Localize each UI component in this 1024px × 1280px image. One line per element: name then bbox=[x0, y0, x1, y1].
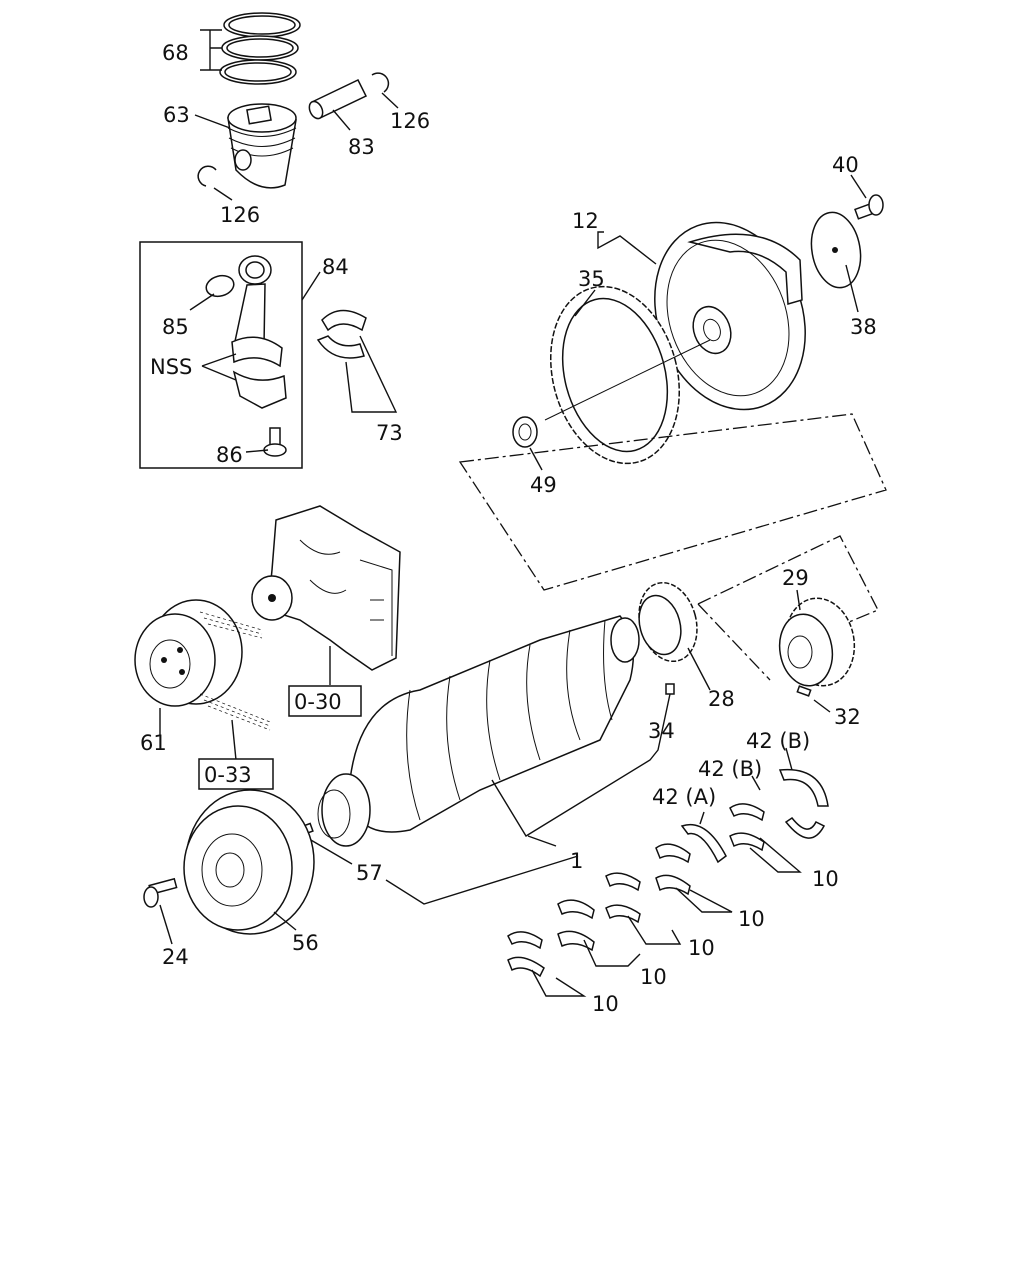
piston-pin bbox=[308, 79, 368, 120]
label-12: 12 bbox=[572, 209, 599, 233]
label-40: 40 bbox=[832, 153, 859, 177]
label-1: 1 bbox=[570, 849, 583, 873]
main-bearings bbox=[507, 768, 829, 978]
label-84: 84 bbox=[322, 255, 349, 279]
label-57: 57 bbox=[356, 861, 383, 885]
label-ref-030: 0-30 bbox=[294, 690, 342, 714]
pilot-bearing bbox=[512, 416, 538, 448]
water-pump bbox=[251, 505, 401, 671]
piston-rings bbox=[219, 12, 301, 85]
ref-box-030 bbox=[288, 685, 362, 717]
pin-34 bbox=[665, 683, 675, 695]
label-42b-2: 42 (B) bbox=[698, 757, 762, 781]
snap-ring-bottom bbox=[197, 165, 217, 187]
label-10-b: 10 bbox=[738, 907, 765, 931]
label-ref-033: 0-33 bbox=[204, 763, 252, 787]
label-83: 83 bbox=[348, 135, 375, 159]
label-126-bottom: 126 bbox=[220, 203, 260, 227]
connecting-rod bbox=[205, 255, 287, 457]
crankshaft bbox=[317, 615, 640, 847]
label-63: 63 bbox=[163, 103, 190, 127]
label-34: 34 bbox=[648, 719, 675, 743]
label-28: 28 bbox=[708, 687, 735, 711]
gear-28 bbox=[638, 581, 698, 663]
piston bbox=[227, 103, 297, 189]
label-10-d: 10 bbox=[640, 965, 667, 989]
label-10-a: 10 bbox=[812, 867, 839, 891]
label-42b-1: 42 (B) bbox=[746, 729, 810, 753]
label-29: 29 bbox=[782, 566, 809, 590]
damper-56 bbox=[183, 789, 315, 935]
label-68: 68 bbox=[162, 41, 189, 65]
label-49: 49 bbox=[530, 473, 557, 497]
label-73: 73 bbox=[376, 421, 403, 445]
label-38: 38 bbox=[850, 315, 877, 339]
label-10-e: 10 bbox=[592, 992, 619, 1016]
ref-box-033 bbox=[198, 758, 274, 790]
label-32: 32 bbox=[834, 705, 861, 729]
bolt-24 bbox=[143, 877, 178, 908]
label-nss: NSS bbox=[150, 355, 192, 379]
snap-ring-top bbox=[371, 72, 390, 93]
flywheel bbox=[654, 221, 806, 411]
label-35: 35 bbox=[578, 267, 605, 291]
label-86: 86 bbox=[216, 443, 243, 467]
label-10-c: 10 bbox=[688, 936, 715, 960]
pulley-61 bbox=[134, 599, 243, 707]
label-85: 85 bbox=[162, 315, 189, 339]
flywheel-bolt bbox=[854, 194, 884, 220]
label-126-top: 126 bbox=[390, 109, 430, 133]
rod-bearing bbox=[316, 309, 367, 359]
key-32 bbox=[796, 685, 812, 697]
ring-gear bbox=[549, 285, 681, 465]
label-61: 61 bbox=[140, 731, 167, 755]
crank-gear-29 bbox=[778, 597, 856, 687]
label-24: 24 bbox=[162, 945, 189, 969]
label-56: 56 bbox=[292, 931, 319, 955]
flywheel-plate bbox=[810, 211, 862, 289]
label-42a: 42 (A) bbox=[652, 785, 716, 809]
